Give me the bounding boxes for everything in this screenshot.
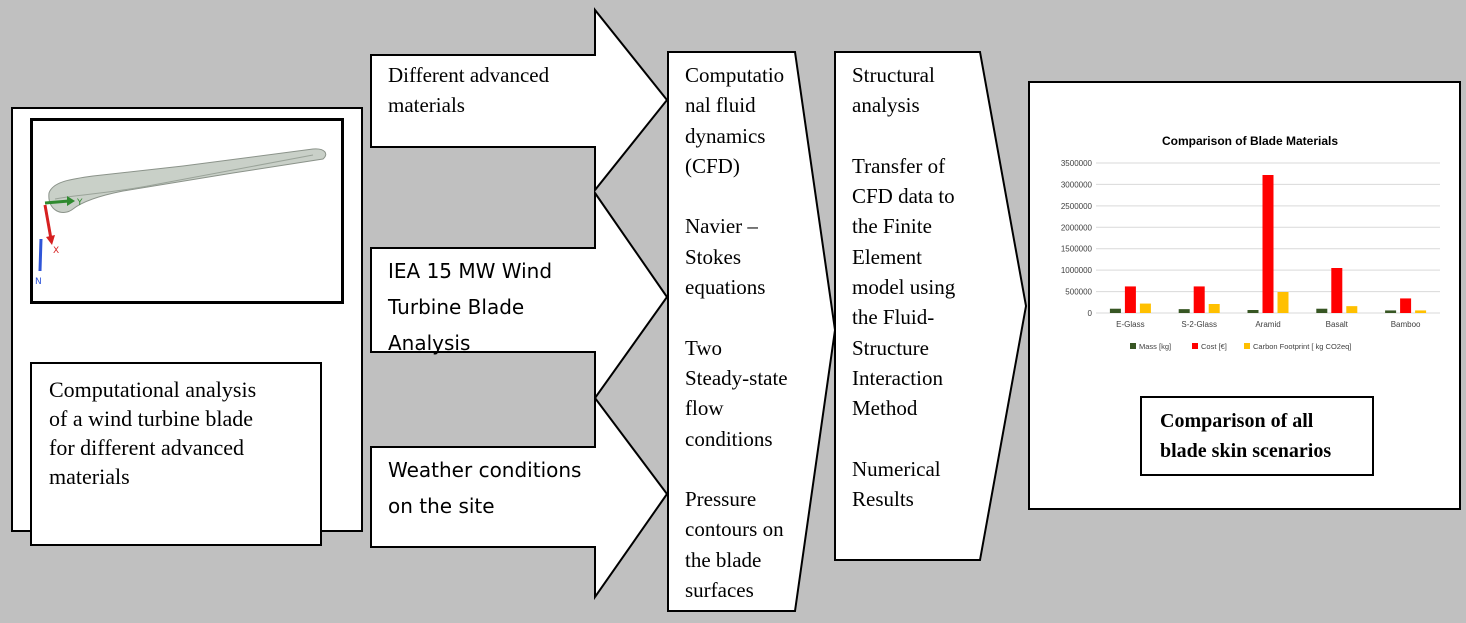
wind-turbine-blade-image: Y X N bbox=[35, 148, 327, 287]
chart-bar bbox=[1193, 286, 1205, 313]
chart-x-tick-label: Basalt bbox=[1326, 320, 1349, 329]
input-text-weather: Weather conditions on the site bbox=[388, 458, 582, 518]
chart-y-tick-label: 3500000 bbox=[1061, 159, 1093, 168]
chart-legend-swatch bbox=[1192, 343, 1198, 349]
chart-bar bbox=[1109, 308, 1121, 313]
chart-bar bbox=[1385, 310, 1397, 313]
chart-x-tick-label: S-2-Glass bbox=[1181, 320, 1217, 329]
n-axis-label: N bbox=[35, 277, 42, 287]
chart-y-tick-label: 1000000 bbox=[1061, 266, 1093, 275]
chart-y-tick-label: 2000000 bbox=[1061, 223, 1093, 232]
chart-legend-label: Mass [kg] bbox=[1139, 342, 1171, 351]
input-text-blade: IEA 15 MW Wind Turbine Blade Analysis bbox=[388, 259, 553, 355]
chart-x-tick-label: Bamboo bbox=[1391, 320, 1421, 329]
structural-step-shape bbox=[834, 51, 1028, 561]
chart-legend-label: Cost [€] bbox=[1201, 342, 1227, 351]
chart-bar bbox=[1178, 309, 1190, 313]
chart-y-tick-label: 0 bbox=[1088, 309, 1093, 318]
chart-bar bbox=[1124, 286, 1136, 313]
chart-bar bbox=[1139, 303, 1151, 313]
chart-bar bbox=[1346, 306, 1358, 313]
chart-x-tick-label: E-Glass bbox=[1116, 320, 1144, 329]
cfd-step-text: Computatio nal fluid dynamics (CFD) Navi… bbox=[685, 63, 788, 603]
input-arrow-weather bbox=[370, 395, 669, 601]
y-axis-arrow bbox=[44, 199, 70, 205]
caption-box: Comparison of all blade skin scenarios bbox=[1140, 396, 1374, 476]
blade-materials-chart: Comparison of Blade Materials 0 500000 100… bbox=[1061, 134, 1440, 351]
x-axis-arrow bbox=[43, 204, 53, 240]
x-axis-label: X bbox=[53, 246, 59, 256]
caption-text: Comparison of all blade skin scenarios bbox=[1160, 410, 1332, 462]
chart-bar bbox=[1208, 304, 1220, 313]
chart-legend-swatch bbox=[1130, 343, 1136, 349]
structural-step-text: Structural analysis Transfer of CFD data… bbox=[852, 63, 956, 512]
y-axis-label: Y bbox=[76, 198, 83, 208]
input-arrow-materials bbox=[370, 7, 669, 193]
cfd-step-shape bbox=[667, 51, 837, 612]
description-box: Computational analysis of a wind turbine… bbox=[30, 362, 322, 546]
chart-title: Comparison of Blade Materials bbox=[1162, 134, 1338, 148]
input-text-materials: Different advanced materials bbox=[388, 63, 550, 117]
blade-image-frame: Y X N bbox=[30, 118, 344, 304]
chart-bar bbox=[1400, 298, 1412, 313]
chart-bar bbox=[1262, 175, 1274, 313]
chart-bar bbox=[1247, 310, 1259, 313]
input-arrow-blade bbox=[370, 189, 669, 402]
description-text: Computational analysis of a wind turbine… bbox=[49, 377, 257, 489]
chart-legend-label: Carbon Footprint [ kg CO2eq] bbox=[1253, 342, 1351, 351]
chart-y-tick-label: 3000000 bbox=[1061, 180, 1093, 189]
n-axis-arrow bbox=[38, 238, 43, 272]
chart-bar bbox=[1331, 268, 1343, 313]
chart-y-tick-label: 500000 bbox=[1065, 288, 1092, 297]
chart-x-tick-label: Aramid bbox=[1255, 320, 1280, 329]
chart-y-tick-label: 1500000 bbox=[1061, 245, 1093, 254]
result-panel: Comparison of Blade Materials 0 500000 100… bbox=[1028, 81, 1461, 510]
chart-bar bbox=[1415, 310, 1427, 313]
chart-legend-swatch bbox=[1244, 343, 1250, 349]
chart-bar bbox=[1277, 292, 1289, 313]
chart-y-tick-label: 2500000 bbox=[1061, 202, 1093, 211]
chart-bar bbox=[1316, 308, 1328, 313]
